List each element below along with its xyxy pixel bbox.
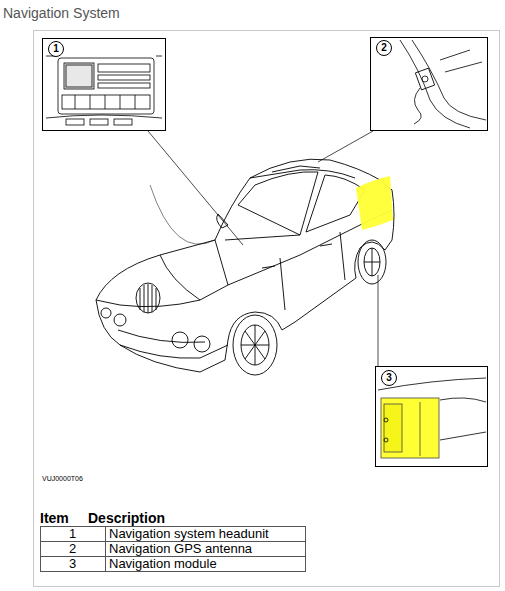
table-cell: 3 [40,557,105,571]
car-body [150,185,215,244]
navigation-module-inset [440,398,486,440]
headunit-inset [43,39,166,131]
car-body [160,255,200,300]
table-header: Item [40,511,69,525]
car-body [233,315,277,375]
headunit-inset [66,119,84,125]
headunit-inset [98,64,150,72]
car-body [96,159,394,375]
headunit-inset [105,95,106,109]
gps-antenna-inset [414,88,421,124]
leader-lines [148,131,243,245]
car-body [241,325,269,365]
headunit-inset [90,119,108,125]
navigation-module-inset [384,438,388,442]
car-body [217,214,228,228]
car-body [194,336,210,352]
headunit-inset [46,115,162,118]
table-header: Description [88,511,165,525]
callout-number: 1 [53,44,59,54]
car-body [140,284,156,313]
callout-circle: 2 [376,40,392,56]
headunit-inset [64,63,94,89]
car-body [364,248,380,276]
headunit-inset [114,119,132,125]
frame [34,31,500,587]
car-body [358,240,386,284]
parts-table [40,526,306,572]
navigation-module-inset [384,418,388,422]
highlight-area [356,176,393,230]
headunit-inset [58,58,154,114]
car-body [118,330,205,343]
callout-number: 2 [381,43,387,53]
headunit-inset [135,95,136,109]
headunit-inset [98,83,150,88]
table-cell: Navigation GPS antenna [109,542,252,556]
callout-circle: 3 [381,370,397,386]
gps-antenna-inset [422,76,428,82]
headunit-inset [90,95,91,109]
car-body [114,314,126,326]
navigation-module-inset [384,404,402,452]
navigation-module-inset [376,367,488,467]
table-cell: Navigation system headunit [109,527,269,541]
car-body [101,308,111,318]
car-body [215,240,228,285]
page-title: Navigation System [3,6,120,20]
car-body [280,232,345,310]
drawing-code: VUJ0000T06 [42,474,83,483]
headunit-inset [43,39,166,131]
headunit-inset [75,95,76,109]
car-body [172,332,188,348]
headunit-inset [62,95,150,109]
gps-antenna-inset [415,68,434,90]
car-body [250,170,355,178]
car-body [306,175,365,232]
parts-table [41,527,306,572]
gps-antenna-inset [412,40,486,120]
frame [34,31,500,587]
table-cell: 2 [40,542,105,556]
car-body [241,325,269,365]
headunit-inset [120,95,121,109]
car-body [364,248,380,276]
table-cell: 1 [40,527,105,541]
car-body [272,166,320,172]
callout-circle: 1 [48,41,64,57]
car-body [96,159,394,372]
car-body [136,283,160,313]
headunit-inset [98,75,150,80]
leader-lines [378,275,379,366]
headunit-inset [46,56,162,57]
gps-antenna-inset [440,50,482,72]
gps-antenna-inset [371,38,488,131]
table-cell: Navigation module [109,557,217,571]
navigation-module-inset [376,367,488,467]
parts-table [105,526,106,572]
headunit-inset [66,65,92,87]
car-body [262,244,332,268]
car-body [120,345,228,358]
gps-antenna-inset [371,38,488,131]
leader-lines [148,131,378,366]
navigation-module-inset [381,398,439,458]
leader-lines [318,131,373,162]
car-body [225,235,300,240]
callout-number: 3 [386,373,392,383]
car-body [238,172,318,235]
navigation-module-inset [420,402,421,456]
